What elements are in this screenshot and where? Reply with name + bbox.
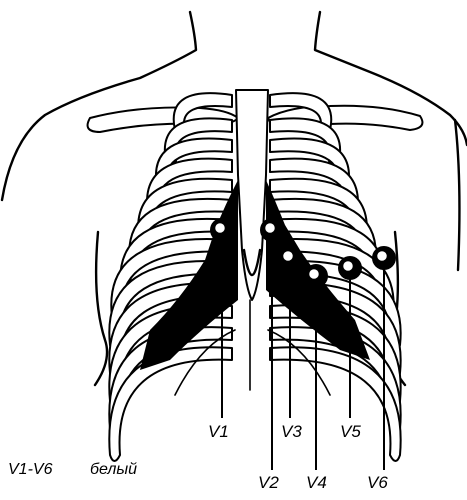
lead-label-v6: V6 — [367, 473, 388, 492]
legend: V1-V6 белый — [8, 461, 137, 478]
electrode-v2-center — [265, 223, 276, 234]
lead-label-v1: V1 — [208, 422, 229, 441]
legend-color-word: белый — [90, 461, 137, 478]
lead-label-v2: V2 — [258, 473, 279, 492]
lead-label-v3: V3 — [281, 422, 302, 441]
sternum — [236, 90, 268, 300]
electrode-v6-center — [377, 251, 388, 262]
left-arm-line — [95, 232, 107, 385]
electrode-v5-center — [343, 261, 354, 272]
legend-range: V1-V6 — [8, 461, 53, 478]
right-body-edge — [455, 120, 459, 270]
electrode-v4-center — [309, 269, 320, 280]
electrode-v3-center — [283, 251, 294, 262]
electrode-v1-center — [215, 223, 226, 234]
lead-label-v5: V5 — [340, 422, 361, 441]
lead-label-v4: V4 — [306, 473, 327, 492]
lead-labels: V1 V2 V3 V4 V5 V6 — [208, 422, 388, 492]
